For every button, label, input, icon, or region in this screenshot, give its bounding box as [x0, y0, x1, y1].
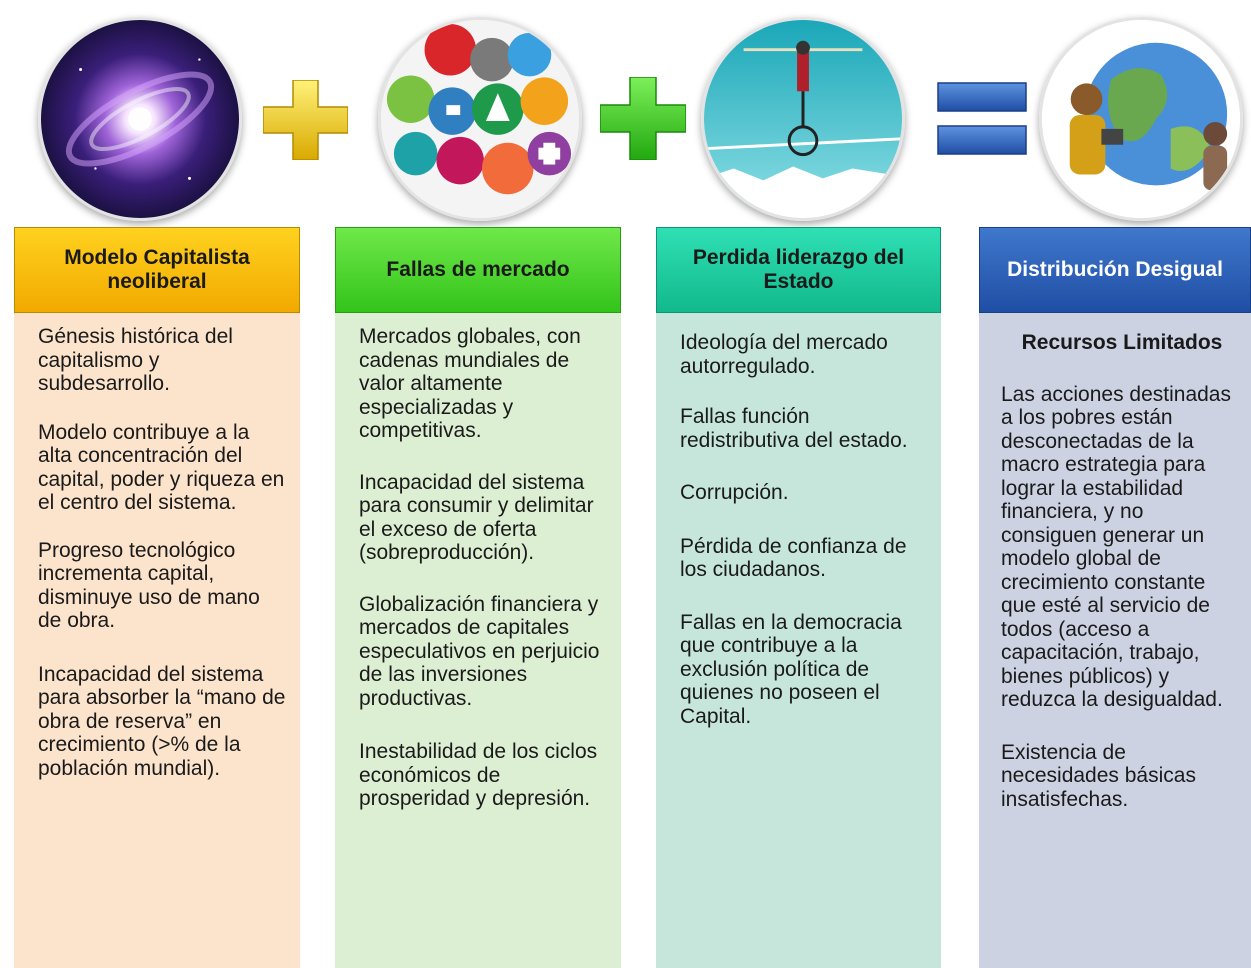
list-item: Ideología del mercado autorregulado. — [680, 331, 888, 378]
list-item: Existencia de necesidades básicas insati… — [1001, 740, 1196, 811]
list-item: Corrupción. — [680, 481, 789, 504]
list-item: Pérdida de confianza de los ciudadanos. — [680, 534, 907, 582]
column-distribucion-desigual: Distribución Desigual Recursos Limitados… — [979, 227, 1251, 968]
column-body: Ideología del mercado autorregulado. Fal… — [656, 313, 941, 968]
globe-children-icon — [1039, 17, 1243, 221]
column-header: Perdida liderazgo del Estado — [656, 227, 941, 313]
column-perdida-liderazgo: Perdida liderazgo del Estado Ideología d… — [656, 227, 941, 968]
plus-green-icon — [600, 77, 686, 160]
list-item: Globalización financiera y mercados de c… — [359, 592, 600, 710]
column-body: Mercados globales, con cadenas mundiales… — [335, 313, 621, 968]
list-item: Inestabilidad de los ciclos económicos d… — [359, 740, 598, 810]
column-fallas-mercado: Fallas de mercado Mercados globales, con… — [335, 227, 621, 968]
list-item: Fallas en la democracia que contribuye a… — [680, 610, 902, 728]
column-header: Distribución Desigual — [979, 227, 1251, 313]
list-item: Modelo contribuye a la alta concentració… — [38, 420, 285, 515]
list-item: Fallas función redistributiva del estado… — [680, 405, 908, 452]
column-body: Génesis histórica del capitalismo y subd… — [14, 313, 300, 968]
column-body: Recursos Limitados Las acciones destinad… — [979, 313, 1251, 968]
tightrope-walker-icon — [701, 17, 905, 221]
list-item: Incapacidad del sistema para absorber la… — [38, 662, 286, 780]
market-sectors-icon — [378, 17, 582, 221]
list-item: Las acciones destinadas a los pobres est… — [1001, 382, 1231, 712]
equals-blue-icon — [937, 82, 1027, 156]
column-subheading: Recursos Limitados — [1021, 331, 1223, 354]
list-item: Incapacidad del sistema para consumir y … — [359, 470, 594, 565]
list-item: Génesis histórica del capitalismo y subd… — [38, 325, 233, 395]
column-header: Modelo Capitalista neoliberal — [14, 227, 300, 313]
list-item: Progreso tecnológico incrementa capital,… — [38, 538, 260, 633]
plus-yellow-icon — [263, 80, 348, 160]
list-item: Mercados globales, con cadenas mundiales… — [359, 325, 581, 442]
galaxy-icon — [38, 17, 242, 221]
column-modelo-capitalista: Modelo Capitalista neoliberal Génesis hi… — [14, 227, 300, 968]
column-header: Fallas de mercado — [335, 227, 621, 313]
